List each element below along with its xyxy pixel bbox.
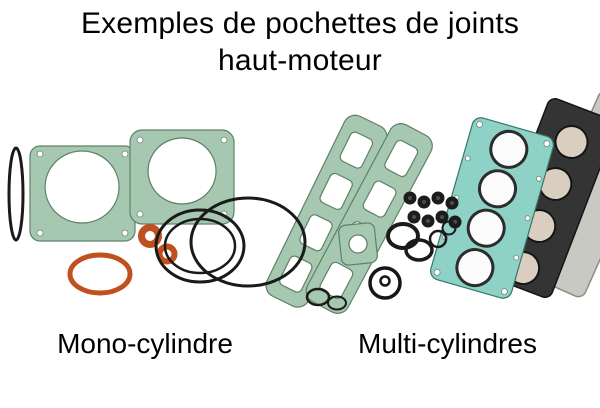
bolt-hole bbox=[433, 268, 441, 276]
multi-cylinder-gasket-set bbox=[265, 90, 600, 314]
seal-core bbox=[426, 219, 430, 223]
rubber-ring-outer bbox=[154, 208, 246, 284]
bolt-hole bbox=[36, 150, 44, 158]
round-seal bbox=[368, 266, 402, 300]
bolt-hole bbox=[136, 136, 144, 144]
cylinder-base-gasket bbox=[29, 145, 136, 242]
small-o-ring bbox=[428, 229, 448, 249]
bolt-hole bbox=[220, 136, 228, 144]
cylinder-head-gasket bbox=[129, 129, 235, 225]
seal-with-inner-hole bbox=[368, 266, 402, 300]
title-line-2: haut-moteur bbox=[218, 43, 382, 77]
seal-core bbox=[440, 215, 444, 219]
caption-multi-cylindres: Multi-cylindres bbox=[358, 328, 537, 359]
captions-row: Mono-cylindre Multi-cylindres bbox=[0, 328, 600, 368]
page-title: Exemples de pochettes de joints haut-mot… bbox=[0, 6, 600, 79]
tall-oval-gasket bbox=[7, 146, 25, 242]
small-o-ring bbox=[441, 220, 457, 236]
small-o-ring bbox=[327, 295, 347, 311]
o-ring bbox=[386, 222, 420, 250]
bolt-hole bbox=[121, 150, 129, 158]
caption-mono-cylindre: Mono-cylindre bbox=[57, 328, 233, 359]
bolt-hole bbox=[476, 120, 483, 128]
seal-inner-hole bbox=[379, 275, 391, 287]
orange-o-ring bbox=[156, 243, 178, 265]
cylinder-bore bbox=[554, 124, 589, 159]
seal-core bbox=[422, 200, 426, 204]
cylinder-bore bbox=[466, 208, 506, 248]
gasket-kits-photo bbox=[0, 86, 600, 326]
mono-cylinder-gasket-set bbox=[7, 129, 307, 296]
bolt-hole bbox=[501, 288, 508, 296]
bolt-hole bbox=[513, 254, 520, 261]
cylinder-bore bbox=[455, 248, 495, 288]
bolt-hole bbox=[543, 140, 551, 148]
small-o-ring bbox=[305, 287, 331, 307]
bolt-hole bbox=[121, 229, 129, 237]
bolt-hole bbox=[524, 215, 531, 222]
seal-core bbox=[408, 196, 412, 200]
orange-gasket-ring bbox=[67, 252, 133, 296]
bolt-hole bbox=[36, 229, 44, 237]
square-gasket-shape bbox=[338, 222, 378, 266]
bolt-hole bbox=[136, 210, 144, 218]
bolt-hole bbox=[464, 155, 471, 162]
multi-head-gasket bbox=[430, 117, 554, 299]
gasket-kits-illustration bbox=[7, 90, 600, 314]
valve-stem-seals bbox=[403, 191, 462, 229]
seal-core bbox=[436, 196, 440, 200]
title-line-1: Exemples de pochettes de joints bbox=[80, 7, 520, 40]
seal-core bbox=[450, 201, 454, 205]
seal-core bbox=[412, 215, 416, 219]
large-o-ring bbox=[189, 196, 307, 288]
cylinder-bore bbox=[478, 169, 518, 209]
small-square-gasket bbox=[338, 222, 378, 266]
bolt-hole bbox=[535, 175, 542, 182]
cylinder-bore bbox=[489, 129, 529, 169]
o-ring bbox=[404, 238, 434, 262]
